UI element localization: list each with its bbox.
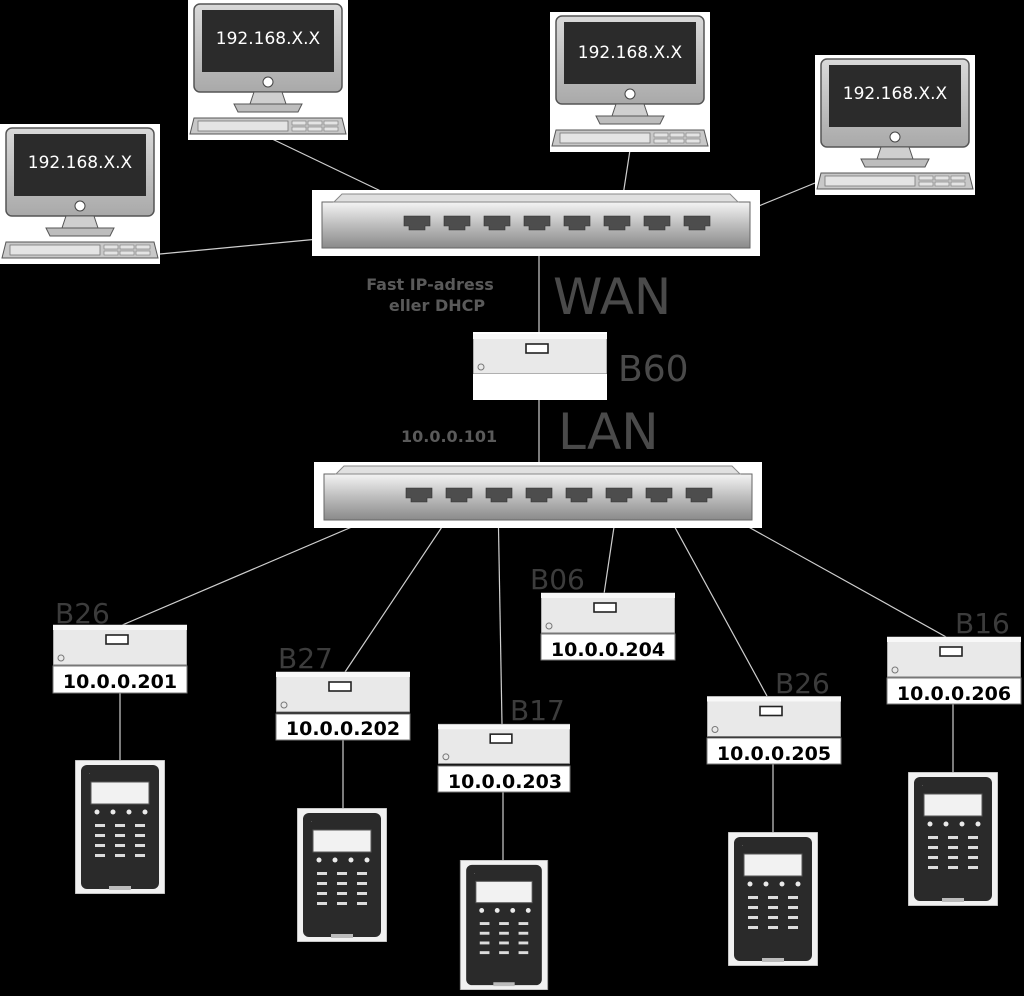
wan-note-line1: Fast IP-adress [366, 275, 494, 294]
keypad-reader-icon [728, 832, 818, 966]
controller-b06-204: 10.0.0.204 [540, 592, 676, 661]
keypad-reader-icon [297, 808, 387, 942]
link-lan-b27 [344, 499, 461, 673]
computer-ip-label: 192.168.X.X [28, 153, 133, 173]
computer-ip-label: 192.168.X.X [843, 84, 948, 104]
controller-ip-label: 10.0.0.203 [448, 771, 562, 793]
wan-switch [312, 190, 760, 256]
controller-ip-label: 10.0.0.204 [551, 639, 665, 661]
computer-4: 192.168.X.X [815, 55, 975, 195]
controller-ip-label: 10.0.0.205 [717, 743, 831, 765]
controller-tag: B26 [775, 667, 830, 700]
controller-b26-201: 10.0.0.201 [52, 624, 188, 694]
computer-ip-label: 192.168.X.X [578, 43, 683, 63]
keypad-reader-icon [75, 760, 165, 894]
link-lan-b26b [659, 499, 768, 697]
lan-switch [314, 462, 762, 528]
computer-ip-label: 192.168.X.X [216, 29, 321, 49]
controller-ip-label: 10.0.0.202 [286, 718, 400, 740]
controller-b17-203: 10.0.0.203 [437, 723, 571, 793]
computer-1: 192.168.X.X [0, 124, 160, 264]
controller-ip-label: 10.0.0.206 [897, 683, 1011, 705]
main-controller-label: B60 [618, 349, 689, 390]
wan-label: WAN [553, 268, 671, 326]
computer-2: 192.168.X.X [188, 0, 348, 140]
controller-b26-205: 10.0.0.205 [706, 695, 842, 765]
lan-label: LAN [558, 403, 659, 461]
controller-tag: B16 [955, 607, 1010, 640]
controller-b27-202: 10.0.0.202 [275, 671, 411, 741]
main-controller-b60 [473, 332, 607, 400]
lan-ip-label: 10.0.0.101 [401, 427, 497, 446]
computer-3: 192.168.X.X [550, 12, 710, 152]
wan-note-line2: eller DHCP [389, 296, 486, 315]
controller-tag: B27 [278, 642, 333, 675]
controller-tag: B06 [530, 563, 585, 596]
keypad-reader-icon [908, 772, 998, 906]
controller-tag: B17 [510, 694, 565, 727]
controller-b16-206: 10.0.0.206 [886, 636, 1022, 705]
keypad-reader-icon [459, 860, 549, 990]
link-lan-b17 [497, 499, 503, 725]
controller-ip-label: 10.0.0.201 [63, 671, 177, 693]
